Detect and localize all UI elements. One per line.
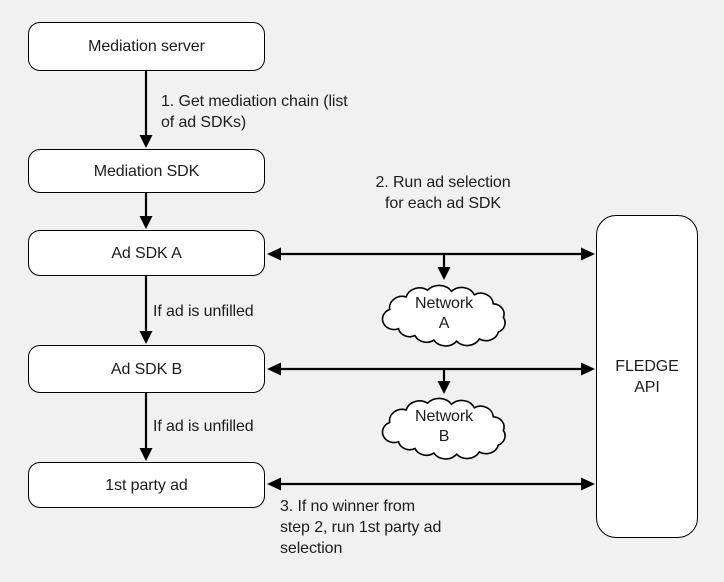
node-ad-sdk-b: Ad SDK B	[28, 345, 265, 393]
arrow-first-party-fledge	[267, 477, 595, 491]
cloud-shape	[372, 280, 516, 348]
arrow-branch-network-b	[437, 370, 451, 394]
annotation-step-3: 3. If no winner from step 2, run 1st par…	[280, 498, 442, 557]
cloud-label-network-b: Network B	[415, 408, 473, 445]
arrow-ad-sdk-b-fledge	[267, 362, 595, 376]
arrow-ad-sdk-a-to-ad-sdk-b	[139, 276, 153, 344]
node-ad-sdk-a: Ad SDK A	[28, 230, 265, 276]
node-fledge-api: FLEDGE API	[596, 215, 698, 538]
annotation-step-1: 1. Get mediation chain (list of ad SDKs)	[161, 93, 348, 131]
cloud-network-b: Network B	[372, 393, 516, 461]
arrow-mediation-sdk-to-ad-sdk-a	[139, 193, 153, 229]
arrow-ad-sdk-a-fledge	[267, 247, 595, 261]
cloud-shape	[372, 393, 516, 461]
node-mediation-sdk: Mediation SDK	[28, 149, 265, 193]
annotation-step-2: 2. Run ad selection for each ad SDK	[375, 174, 511, 212]
annotation-unfilled-b: If ad is unfilled	[153, 418, 254, 435]
node-first-party-ad: 1st party ad	[28, 462, 265, 508]
arrow-server-to-mediation-sdk	[139, 71, 153, 148]
arrow-ad-sdk-b-to-first-party	[139, 393, 153, 461]
cloud-label-network-a: Network A	[415, 295, 473, 332]
annotation-unfilled-a: If ad is unfilled	[153, 303, 254, 320]
node-mediation-server: Mediation server	[28, 22, 265, 71]
cloud-network-a: Network A	[372, 280, 516, 348]
arrow-branch-network-a	[437, 255, 451, 280]
